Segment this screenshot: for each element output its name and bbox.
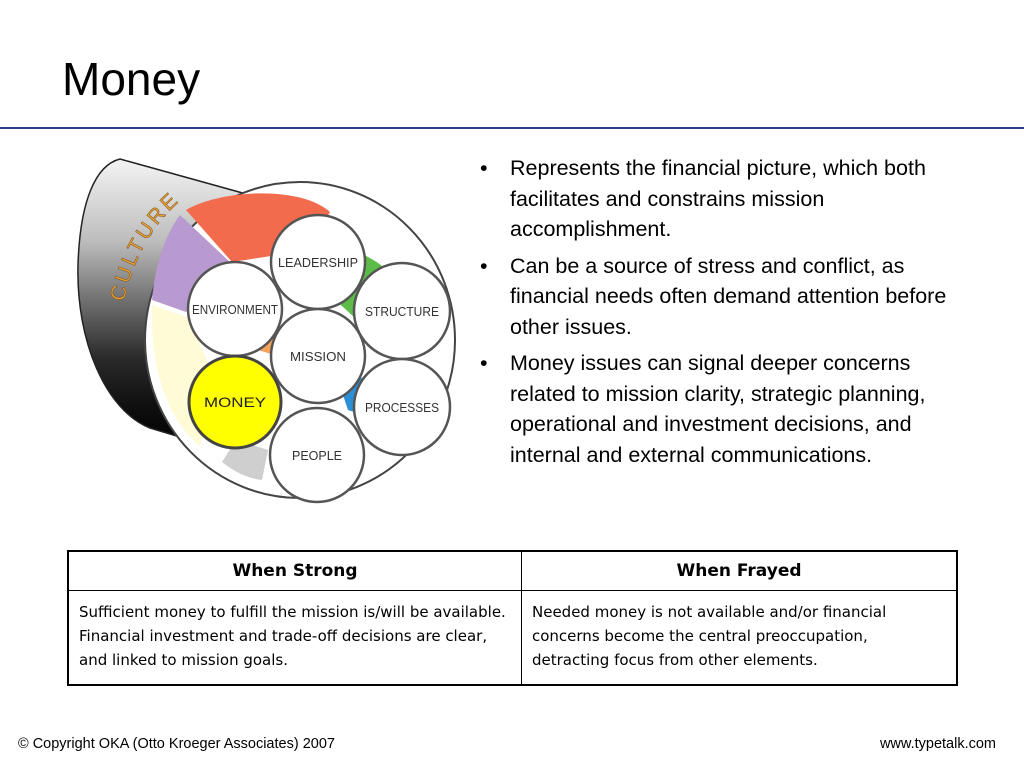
circle-people-label: PEOPLE: [292, 448, 342, 463]
circle-environment: ENVIRONMENT: [186, 260, 284, 358]
bullet-list: Represents the financial picture, which …: [470, 153, 970, 476]
circle-leadership: LEADERSHIP: [269, 213, 367, 311]
footer-website: www.typetalk.com: [879, 736, 996, 752]
circle-money-fill: [187, 354, 283, 450]
header-when-strong: When Strong: [67, 550, 522, 591]
segment-purple: [152, 215, 232, 312]
table-row: Sufficient money to fulfill the mission …: [67, 590, 958, 686]
circle-mission: MISSION: [269, 307, 367, 405]
bullet-item: Represents the financial picture, which …: [470, 153, 970, 245]
circle-money: MONEY: [187, 354, 283, 450]
title-divider: [0, 127, 1024, 129]
circle-people: PEOPLE: [268, 406, 366, 504]
circle-money-label: MONEY: [204, 394, 267, 410]
header-when-frayed: When Frayed: [521, 550, 958, 591]
cell-when-frayed: Needed money is not available and/or fin…: [521, 590, 958, 686]
circle-leadership-label: LEADERSHIP: [278, 255, 358, 270]
circle-environment-label: ENVIRONMENT: [192, 302, 278, 317]
circle-structure-label: STRUCTURE: [365, 304, 439, 319]
cell-when-strong: Sufficient money to fulfill the mission …: [67, 590, 522, 686]
table-header-row: When Strong When Frayed: [67, 550, 958, 591]
bullet-item: Can be a source of stress and conflict, …: [470, 251, 970, 343]
strong-frayed-table: When Strong When Frayed Sufficient money…: [67, 550, 958, 686]
culture-cylinder-diagram: LEADERSHIP ENVIRONMENT STRUCTURE MISSION…: [77, 158, 456, 504]
circle-processes: PROCESSES: [352, 357, 452, 457]
segment-grey: [222, 440, 268, 480]
footer-copyright: © Copyright OKA (Otto Kroeger Associates…: [18, 736, 335, 752]
circle-mission-label: MISSION: [290, 349, 346, 364]
circle-structure: STRUCTURE: [352, 261, 452, 361]
bullet-item: Money issues can signal deeper concerns …: [470, 348, 970, 470]
slide-title: Money: [62, 53, 201, 105]
circle-processes-label: PROCESSES: [365, 400, 439, 415]
